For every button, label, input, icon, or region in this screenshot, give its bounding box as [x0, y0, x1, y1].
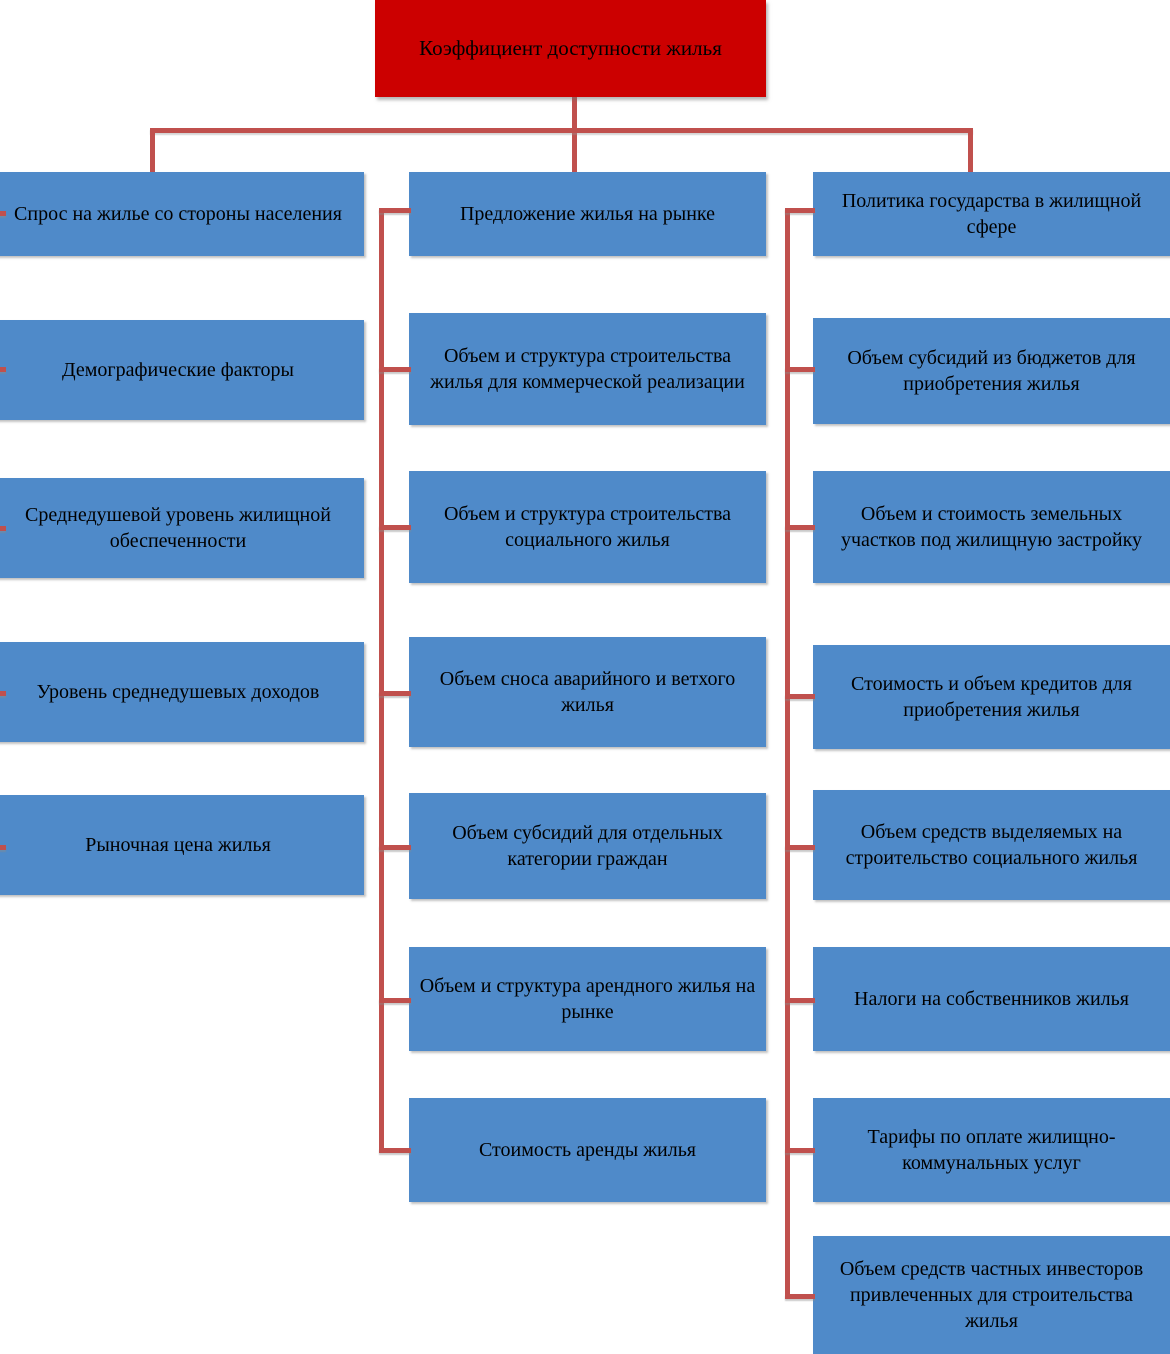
- leaf-demand-3[interactable]: Рыночная цена жилья: [0, 795, 364, 895]
- leaf-supply-2[interactable]: Объем сноса аварийного и ветхого жилья: [409, 637, 766, 747]
- leaf-demand-2-label: Уровень среднедушевых доходов: [36, 681, 320, 703]
- leaf-policy-4[interactable]: Налоги на собственников жилья: [813, 947, 1170, 1051]
- leaf-policy-6-label: Объем средств частных инвесторов привлеч…: [839, 1258, 1144, 1332]
- connector-stub-policy-3: [785, 694, 815, 699]
- leaf-demand-1[interactable]: Среднедушевой уровень жилищной обеспечен…: [0, 478, 364, 578]
- connector-stub-policy-6: [785, 1148, 815, 1153]
- leaf-policy-3[interactable]: Объем средств выделяемых на строительств…: [813, 790, 1170, 900]
- connector-stub-supply-1: [379, 367, 411, 372]
- leaf-policy-1[interactable]: Объем и стоимость земельных участков под…: [813, 471, 1170, 583]
- leaf-supply-5[interactable]: Стоимость аренды жилья: [409, 1098, 766, 1202]
- connector-stub-supply-0: [379, 208, 411, 213]
- connector-stub-supply-5: [379, 998, 411, 1003]
- leaf-policy-2-label: Стоимость и объем кредитов для приобрете…: [851, 673, 1132, 721]
- leaf-supply-5-label: Стоимость аренды жилья: [478, 1139, 697, 1161]
- connector-stub-policy-5: [785, 998, 815, 1003]
- leaf-supply-0[interactable]: Объем и структура строительства жилья дл…: [409, 313, 766, 425]
- connector-rail-supply: [379, 208, 384, 1150]
- connector-rail-policy: [785, 208, 790, 1298]
- leaf-supply-1[interactable]: Объем и структура строительства социальн…: [409, 471, 766, 583]
- leaf-supply-3-label: Объем субсидий для отдельных категории г…: [452, 822, 723, 870]
- connector-drop-right: [968, 128, 973, 208]
- leaf-policy-3-label: Объем средств выделяемых на строительств…: [845, 821, 1138, 869]
- connector-stub-supply-3: [379, 691, 411, 696]
- leaf-demand-0-label: Демографические факторы: [62, 359, 294, 381]
- leaf-policy-1-label: Объем и стоимость земельных участков под…: [840, 503, 1143, 551]
- leaf-policy-6[interactable]: Объем средств частных инвесторов привлеч…: [813, 1236, 1170, 1354]
- leaf-demand-2[interactable]: Уровень среднедушевых доходов: [0, 642, 364, 742]
- connector-stub-supply-6: [379, 1148, 411, 1153]
- connector-drop-left: [150, 128, 155, 208]
- branch-header-demand-label: Спрос на жилье со стороны населения: [14, 203, 342, 225]
- connector-stub-policy-2: [785, 525, 815, 530]
- connector-stub-policy-1: [785, 367, 815, 372]
- branch-header-policy[interactable]: Политика государства в жилищной сфере: [813, 172, 1170, 256]
- branch-header-policy-label: Политика государства в жилищной сфере: [841, 190, 1142, 238]
- leaf-supply-3[interactable]: Объем субсидий для отдельных категории г…: [409, 793, 766, 899]
- leaf-demand-3-label: Рыночная цена жилья: [85, 834, 271, 856]
- connector-stub-policy-0: [785, 208, 815, 213]
- leaf-demand-1-label: Среднедушевой уровень жилищной обеспечен…: [25, 504, 331, 552]
- connector-horizontal-bus: [150, 128, 973, 133]
- leaf-supply-1-label: Объем и структура строительства социальн…: [443, 503, 732, 551]
- connector-stub-demand-3: [0, 691, 6, 696]
- leaf-supply-4[interactable]: Объем и структура арендного жилья на рын…: [409, 947, 766, 1051]
- connector-stub-policy-7: [785, 1294, 815, 1299]
- connector-stub-demand-0: [0, 211, 6, 216]
- leaf-policy-0-label: Объем субсидий из бюджетов для приобрете…: [847, 347, 1136, 395]
- leaf-demand-0[interactable]: Демографические факторы: [0, 320, 364, 420]
- leaf-supply-0-label: Объем и структура строительства жилья дл…: [430, 345, 745, 393]
- root-node[interactable]: Коэффициент доступности жилья: [375, 0, 766, 97]
- leaf-supply-2-label: Объем сноса аварийного и ветхого жилья: [439, 668, 736, 716]
- branch-header-demand[interactable]: Спрос на жилье со стороны населения: [0, 172, 364, 256]
- leaf-policy-4-label: Налоги на собственников жилья: [854, 988, 1129, 1010]
- connector-stub-supply-4: [379, 845, 411, 850]
- leaf-policy-0[interactable]: Объем субсидий из бюджетов для приобрете…: [813, 318, 1170, 424]
- leaf-policy-2[interactable]: Стоимость и объем кредитов для приобрете…: [813, 645, 1170, 749]
- connector-stub-supply-2: [379, 525, 411, 530]
- connector-stub-policy-4: [785, 845, 815, 850]
- leaf-policy-5[interactable]: Тарифы по оплате жилищно-коммунальных ус…: [813, 1098, 1170, 1202]
- branch-header-supply[interactable]: Предложение жилья на рынке: [409, 172, 766, 256]
- connector-stub-demand-2: [0, 526, 6, 531]
- leaf-policy-5-label: Тарифы по оплате жилищно-коммунальных ус…: [867, 1126, 1116, 1174]
- connector-root-trunk: [572, 97, 577, 207]
- root-node-label: Коэффициент доступности жилья: [419, 35, 722, 60]
- connector-stub-demand-1: [0, 367, 6, 372]
- leaf-supply-4-label: Объем и структура арендного жилья на рын…: [419, 975, 756, 1023]
- connector-stub-demand-4: [0, 845, 6, 850]
- branch-header-supply-label: Предложение жилья на рынке: [459, 203, 716, 225]
